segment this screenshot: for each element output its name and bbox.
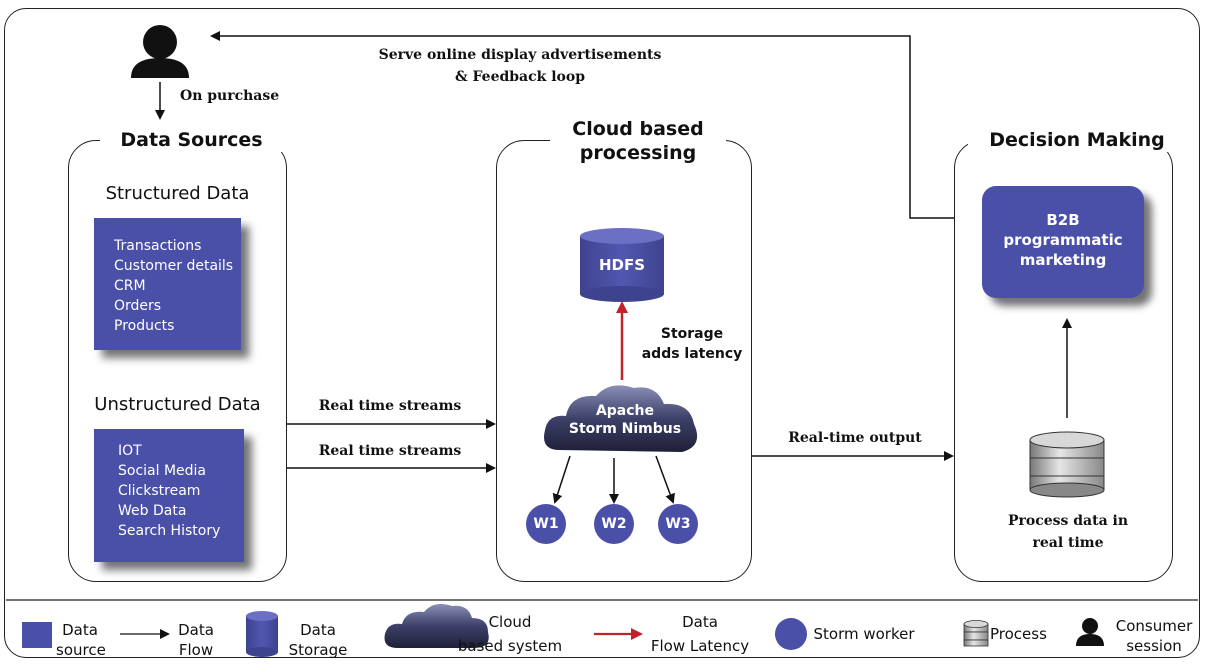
legend-text: source [56,641,106,659]
storage-line2: adds latency [641,346,743,362]
legend-latency-label: Data Flow Latency [650,612,750,656]
legend-cloud-label: Cloud based system [452,612,568,656]
unstructured-item: Web Data [118,503,187,519]
legend-storm-worker-label: Storm worker [813,625,915,643]
feedback-loop-arrow [210,31,954,219]
structured-item: Customer details [114,258,234,274]
stream-label-top: Real time streams [318,398,462,414]
stream-label-bottom: Real time streams [318,443,462,459]
legend-text: session [1126,637,1182,655]
unstructured-data-list: IOT Social Media Clickstream Web Data Se… [118,441,244,541]
structured-item: CRM [114,278,146,294]
structured-data-box: Transactions Customer details CRM Orders… [94,218,241,350]
feedback-line2: & Feedback loop [454,69,586,85]
hdfs-label: HDFS [598,256,646,274]
legend-data-source-icon [22,622,52,648]
unstructured-item: IOT [118,443,142,459]
process-line1: Process data in [1007,513,1129,529]
storage-latency-label: Storage adds latency [640,324,744,364]
legend-data-source-label: Data source [56,620,106,660]
legend-data-storage-label: Data Storage [284,620,352,660]
nimbus-line1: Apache [595,403,655,419]
unstructured-data-title: Unstructured Data [94,394,261,415]
hdfs-storage-icon [580,228,664,302]
storm-nimbus-label: Apache Storm Nimbus [560,402,690,438]
on-purchase-label: On purchase [180,88,280,104]
feedback-loop-label: Serve online display advertisements & Fe… [330,44,710,88]
diagram-frame [4,8,1200,658]
structured-data-list: Transactions Customer details CRM Orders… [114,236,241,336]
legend-text: Data [178,621,214,639]
feedback-line1: Serve online display advertisements [378,47,662,63]
legend-text: Data [62,621,98,639]
legend-storm-worker-icon [775,618,807,650]
storm-worker-w2: W2 [594,504,634,544]
unstructured-item: Search History [118,523,221,539]
process-line2: real time [1032,535,1104,551]
cloud-title-line1: Cloud based [572,118,704,140]
b2b-line2: programmatic [1003,231,1123,249]
legend-text: Data [682,613,718,631]
worker-arrow-w1 [552,455,571,504]
legend-text: based system [457,637,563,655]
b2b-marketing-box: B2B programmatic marketing [982,186,1144,298]
legend-text: Cloud [488,613,532,631]
b2b-line1: B2B [1046,211,1080,229]
legend-process-label: Process [990,625,1047,643]
storm-worker-w1: W1 [526,504,566,544]
legend-text: Flow Latency [650,637,750,655]
legend-text: Consumer [1115,617,1193,635]
structured-data-title: Structured Data [105,183,250,204]
data-sources-title: Data Sources [100,128,283,152]
legend-data-flow-label: Data Flow [172,620,220,660]
unstructured-item: Social Media [118,463,207,479]
structured-item: Orders [114,298,162,314]
nimbus-line2: Storm Nimbus [568,421,682,437]
legend-consumer-icon [1076,618,1104,646]
process-database-icon [1029,431,1105,498]
structured-item: Products [114,318,175,334]
process-realtime-label: Process data in real time [990,510,1146,554]
legend-process-icon [963,620,989,647]
decision-making-title: Decision Making [968,128,1186,152]
legend-consumer-label: Consumer session [1106,616,1202,656]
legend-cloud-icon [384,604,489,648]
legend-text: Data [300,621,336,639]
cloud-title-line2: processing [579,142,697,164]
legend-text: Flow [178,641,214,659]
worker-arrow-w3 [655,455,675,504]
legend-data-storage-icon [246,611,278,657]
b2b-line3: marketing [1019,251,1107,269]
unstructured-item: Clickstream [118,483,201,499]
cloud-processing-title: Cloud based processing [550,117,726,165]
consumer-icon [131,25,189,78]
legend-text: Storage [288,641,348,659]
structured-item: Transactions [114,238,202,254]
unstructured-data-box: IOT Social Media Clickstream Web Data Se… [94,429,244,562]
storm-worker-w3: W3 [658,504,698,544]
storage-line1: Storage [660,326,724,342]
storm-nimbus-cloud-icon [544,385,698,452]
realtime-output-label: Real-time output [788,430,922,446]
